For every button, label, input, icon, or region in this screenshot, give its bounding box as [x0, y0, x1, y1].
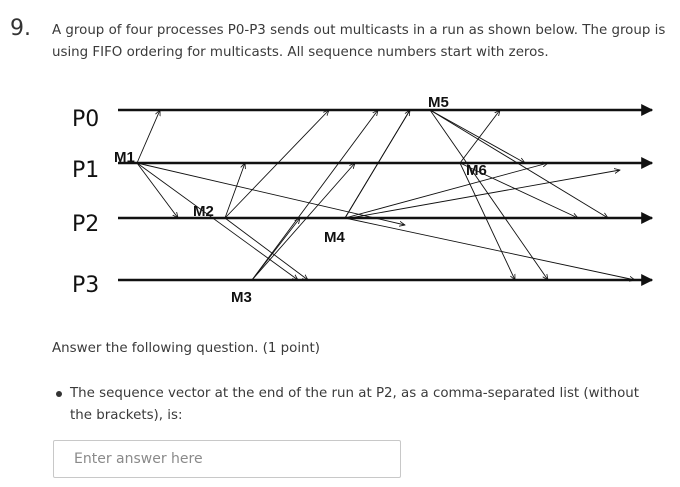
m6-arrow-p0: [459, 110, 500, 164]
m2-arrow-p3: [224, 217, 308, 280]
m1-arrow-p0: [136, 110, 160, 164]
p2-to-p1-arrow: [349, 170, 620, 219]
question-text: A group of four processes P0-P3 sends ou…: [52, 23, 666, 60]
m4-arrow-p1: [344, 163, 548, 219]
question-bullet: The sequence vector at the end of the ru…: [52, 383, 662, 427]
m3-arrow-p1: [251, 163, 355, 281]
process-label-p0: P0: [72, 107, 99, 132]
answer-instructions: Answer the following question. (1 point): [52, 341, 321, 356]
p1-to-p2-arrow: [136, 162, 405, 225]
message-label-m4: M4: [324, 229, 345, 246]
m6-arrow-p3: [459, 162, 515, 280]
m5-arrow-p1: [429, 109, 525, 163]
m1-arrow-p2: [136, 162, 178, 218]
m6-arrow-p2: [459, 162, 578, 218]
question-number: 9.: [10, 16, 31, 41]
process-timelines: [118, 104, 654, 286]
m2-arrow-p0: [224, 110, 329, 219]
m2-arrow-p1: [224, 163, 245, 219]
message-label-m1: M1: [114, 149, 135, 166]
m5-arrow-p3: [429, 109, 548, 280]
m4-arrow-p3: [344, 217, 635, 280]
m5-arrow-p2: [429, 109, 608, 218]
m1-arrow-p3: [136, 162, 298, 280]
message-label-m3: M3: [231, 289, 252, 306]
p0-to-p2-arrow: [344, 109, 411, 219]
message-label-m6: M6: [466, 162, 487, 179]
process-label-p2: P2: [72, 212, 99, 237]
message-label-m2: M2: [193, 203, 214, 220]
process-label-p3: P3: [72, 273, 99, 298]
answer-prompt: The sequence vector at the end of the ru…: [70, 386, 639, 423]
multicast-diagram: P0 P1 P2 P3: [72, 94, 654, 306]
message-arrows: [136, 109, 635, 281]
process-label-p1: P1: [72, 158, 99, 183]
message-label-m5: M5: [428, 94, 449, 111]
answer-input[interactable]: [53, 440, 401, 478]
bullet-dot: [56, 391, 62, 397]
m3-arrow-p0: [251, 110, 378, 281]
